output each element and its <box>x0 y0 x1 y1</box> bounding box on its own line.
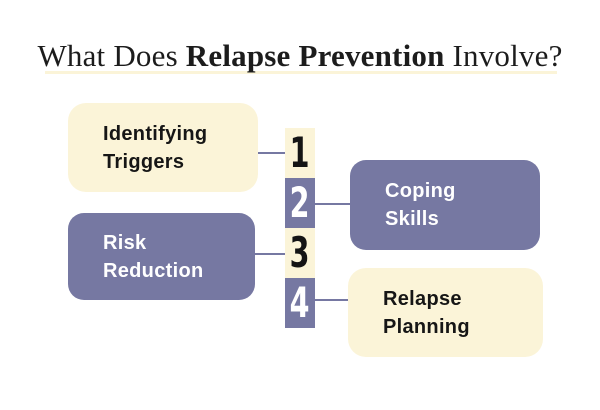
connector-line-4 <box>314 299 349 301</box>
step-box-relapse-planning: Relapse Planning <box>348 268 543 357</box>
step-label-line: Triggers <box>103 150 185 173</box>
number-tile-1: 1 <box>285 128 315 178</box>
step-label-line: Reduction <box>103 259 204 282</box>
number-tile-3: 3 <box>285 228 315 278</box>
connector-line-3 <box>253 253 286 255</box>
step-number: 1 <box>290 128 310 177</box>
step-label-line: Risk <box>103 231 147 254</box>
title-underline <box>45 71 557 74</box>
step-number: 2 <box>290 178 310 227</box>
title-prefix: What Does <box>37 38 186 73</box>
number-tile-2: 2 <box>285 178 315 228</box>
step-label-line: Planning <box>383 315 470 338</box>
title-suffix: Involve? <box>444 38 563 73</box>
step-number: 4 <box>290 278 310 327</box>
page-title: What Does Relapse Prevention Involve? <box>0 38 600 74</box>
connector-line-1 <box>256 152 286 154</box>
title-emphasis: Relapse Prevention <box>185 38 445 73</box>
connector-line-2 <box>314 203 351 205</box>
step-label-line: Identifying <box>103 122 208 145</box>
step-label-line: Relapse <box>383 287 462 310</box>
step-label-line: Skills <box>385 208 440 230</box>
step-box-coping-skills: Coping Skills <box>350 160 540 250</box>
step-label-line: Coping <box>385 180 456 202</box>
step-number: 3 <box>290 228 310 277</box>
step-box-risk-reduction: Risk Reduction <box>68 213 255 300</box>
number-tile-4: 4 <box>285 278 315 328</box>
step-box-identifying-triggers: Identifying Triggers <box>68 103 258 192</box>
